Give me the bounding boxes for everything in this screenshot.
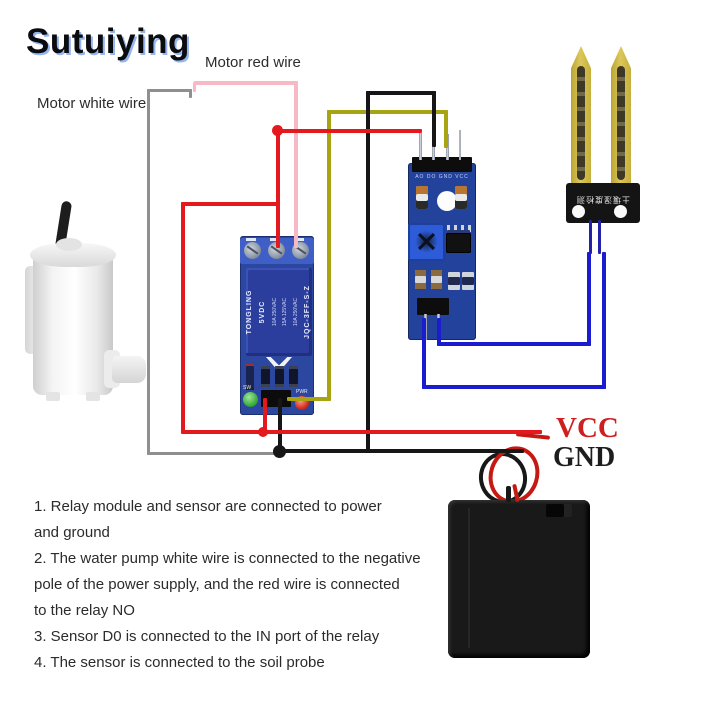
wire-vcc-relay-com-v xyxy=(276,129,280,248)
wire-vcc-top-h xyxy=(276,129,422,133)
label-vcc: VCC xyxy=(556,412,619,444)
relay-cube xyxy=(246,268,312,356)
label-gnd: GND xyxy=(553,442,616,473)
pump-body xyxy=(33,252,113,395)
instruction-line: and ground xyxy=(34,524,110,541)
sensor-pin-a0 xyxy=(459,130,461,160)
sensor-ic-pins xyxy=(447,225,471,232)
probe-trace xyxy=(617,66,625,180)
wire-blue-inner-pin-v xyxy=(437,318,441,346)
pump-outlet-tube xyxy=(112,356,146,383)
sensor-trimpot xyxy=(408,223,445,261)
probe-trace xyxy=(577,66,585,180)
relay-jumper-block xyxy=(289,366,298,387)
relay-screw-terminal-nc xyxy=(244,242,261,259)
junction-vcc-junction-bottom xyxy=(258,427,268,437)
relay-status-led-green xyxy=(243,392,258,407)
wire-vcc-relay-pin-v xyxy=(263,398,267,432)
wire-blue-inner-probe-v xyxy=(587,252,591,346)
brand-title: Sutuiying xyxy=(26,22,190,61)
sensor-comparator-ic xyxy=(446,233,471,253)
relay-smd-parts xyxy=(246,364,254,390)
sensor-passive-part xyxy=(462,272,474,290)
battery-black-lead xyxy=(506,486,511,502)
pump-foot xyxy=(46,392,60,401)
relay-jumper-block xyxy=(261,366,270,387)
wire-probe-lead-1 xyxy=(589,220,592,254)
pump-cap-center xyxy=(56,238,82,251)
wire-gnd-top-h xyxy=(366,91,436,95)
wire-motor-white-top-h xyxy=(147,89,192,92)
sensor-mounting-hole xyxy=(437,191,457,211)
wire-vcc-left-v xyxy=(181,202,185,433)
instruction-line: pole of the power supply, and the red wi… xyxy=(34,576,400,593)
sensor-pin-gnd xyxy=(432,134,435,160)
sensor-pin-vcc xyxy=(419,133,422,160)
label-motor-white-wire: Motor white wire xyxy=(37,95,147,112)
instruction-line: 1. Relay module and sensor are connected… xyxy=(34,498,382,515)
relay-terminal-silkscreen xyxy=(294,238,304,241)
wire-gnd-long-v xyxy=(366,91,370,453)
relay-pin-header xyxy=(261,390,291,407)
wire-olive-relay-in-h xyxy=(287,397,331,401)
battery-power-switch xyxy=(546,504,572,517)
instruction-line: 4. The sensor is connected to the soil p… xyxy=(34,654,325,671)
wire-motor-red-v-to-relay-no xyxy=(294,81,298,248)
instruction-line: 2. The water pump white wire is connecte… xyxy=(34,550,421,567)
sensor-passive-part xyxy=(431,270,442,289)
wire-olive-top-h xyxy=(327,110,448,114)
wire-olive-to-sensor-d0 xyxy=(444,110,448,148)
wire-gnd-relay-v xyxy=(278,398,282,451)
wire-motor-red-hook xyxy=(193,82,196,92)
wire-blue-outer-h xyxy=(422,385,606,389)
sensor-top-pin-header xyxy=(412,157,472,172)
instruction-line: to the relay NO xyxy=(34,602,135,619)
instruction-line: 3. Sensor D0 is connected to the IN port… xyxy=(34,628,380,645)
relay-jumper-block xyxy=(275,366,284,387)
wire-gnd-bottom-h xyxy=(278,449,524,453)
probe-prong xyxy=(611,46,631,185)
wire-blue-outer-pin-v xyxy=(422,318,426,389)
battery-box-seam xyxy=(468,508,470,648)
sensor-led-left xyxy=(416,186,428,209)
junction-vcc-junction-top xyxy=(272,125,283,136)
instructions-text: 1. Relay module and sensor are connected… xyxy=(34,494,474,676)
wire-motor-white-v xyxy=(147,89,150,455)
battery-box xyxy=(448,500,590,658)
wire-vcc-left-h xyxy=(181,202,280,206)
label-motor-red-wire: Motor red wire xyxy=(205,54,301,71)
probe-mounting-hole xyxy=(614,205,627,218)
sensor-pin-labels: AO DO GND VCC xyxy=(415,174,469,180)
wire-motor-red-top-h xyxy=(194,81,298,85)
wire-motor-white-hook xyxy=(189,89,192,98)
relay-terminal-silkscreen xyxy=(270,238,280,241)
relay-silk-sw: SW xyxy=(243,385,252,391)
junction-gnd-junction xyxy=(273,445,286,458)
wire-vcc-bottom-h xyxy=(181,430,542,434)
sensor-probe-header xyxy=(417,298,449,315)
relay-silk-pwr: PWR xyxy=(296,389,308,395)
sensor-passive-part xyxy=(448,272,460,290)
wire-probe-lead-2 xyxy=(598,220,601,254)
wire-blue-outer-probe-v xyxy=(602,252,606,389)
sensor-passive-part xyxy=(415,270,426,289)
wire-olive-v xyxy=(327,110,331,401)
relay-terminal-silkscreen xyxy=(246,238,256,241)
wire-motor-white-bottom-h xyxy=(147,452,282,455)
relay-screw-terminal-com xyxy=(268,242,285,259)
sensor-led-right xyxy=(455,186,467,209)
pump-foot xyxy=(86,392,100,401)
probe-prong xyxy=(571,46,591,185)
wire-gnd-to-sensor-v xyxy=(432,91,436,147)
probe-mounting-hole xyxy=(572,205,585,218)
wire-blue-inner-h xyxy=(437,342,591,346)
